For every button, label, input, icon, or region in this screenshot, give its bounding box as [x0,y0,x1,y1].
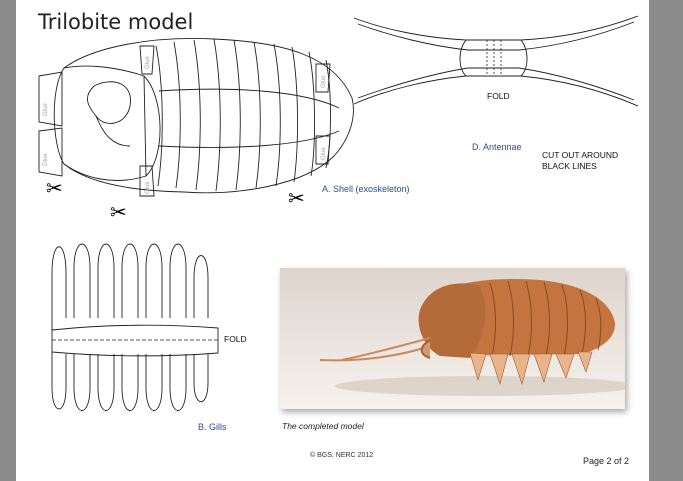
gills-label: B. Gills [198,422,227,432]
antennae-diagram [353,15,639,107]
gills-fold-label: FOLD [224,334,247,344]
completed-model-photo [280,268,625,409]
document-page: Trilobite model [16,0,649,481]
glue-label: Glue [145,56,151,69]
glue-label: Glue [43,103,49,116]
antennae-label: D. Antennae [472,142,522,152]
gills-diagram [51,243,219,411]
trilobite-model-illustration [319,278,625,396]
scissors-icon: ✂ [110,202,127,224]
glue-label: Glue [321,147,327,160]
antennae-fold-label: FOLD [487,91,510,101]
photo-caption: The completed model [282,421,364,431]
cut-out-line-2: BLACK LINES [542,161,597,171]
glue-label: Glue [145,181,151,194]
scissors-icon: ✂ [288,188,305,210]
copyright-notice: © BGS, NERC 2012 [310,452,374,459]
page-title: Trilobite model [38,10,194,34]
glue-label: Glue [321,75,327,88]
shell-diagram: Glue Glue Glue Glue Glue Glue [38,38,354,197]
cut-out-line-1: CUT OUT AROUND [542,150,619,160]
cut-out-instruction: CUT OUT AROUND BLACK LINES [542,150,618,172]
page-number: Page 2 of 2 [583,456,630,466]
scissors-icon: ✂ [46,178,63,200]
shell-label: A. Shell (exoskeleton) [322,184,410,194]
glue-label: Glue [43,153,49,166]
